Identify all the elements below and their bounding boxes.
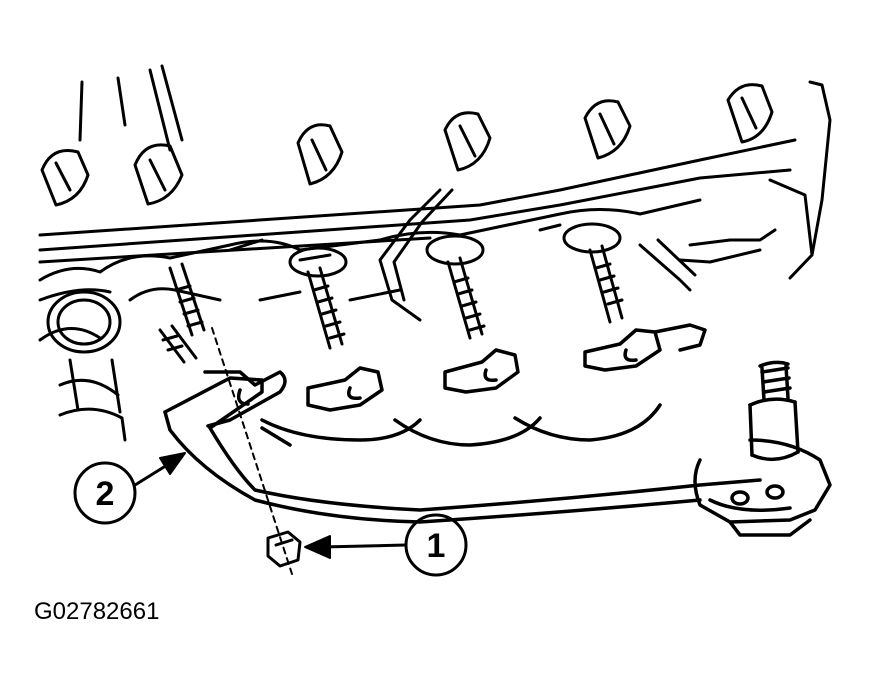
exhaust-manifold xyxy=(163,323,832,537)
callout-1: 1 xyxy=(304,513,468,577)
callout-2-arrowhead xyxy=(159,452,186,475)
manifold-studs xyxy=(128,222,624,364)
callout-2: 2 xyxy=(73,452,186,525)
figure-id: G02782661 xyxy=(34,598,160,625)
callout-1-leader xyxy=(320,543,408,549)
callout-1-number: 1 xyxy=(427,527,446,565)
cylinder-head xyxy=(38,64,832,442)
manifold-nut xyxy=(211,327,302,575)
callout-1-arrowhead xyxy=(304,535,331,559)
callout-2-number: 2 xyxy=(96,475,115,513)
callout-2-circle xyxy=(73,461,137,525)
